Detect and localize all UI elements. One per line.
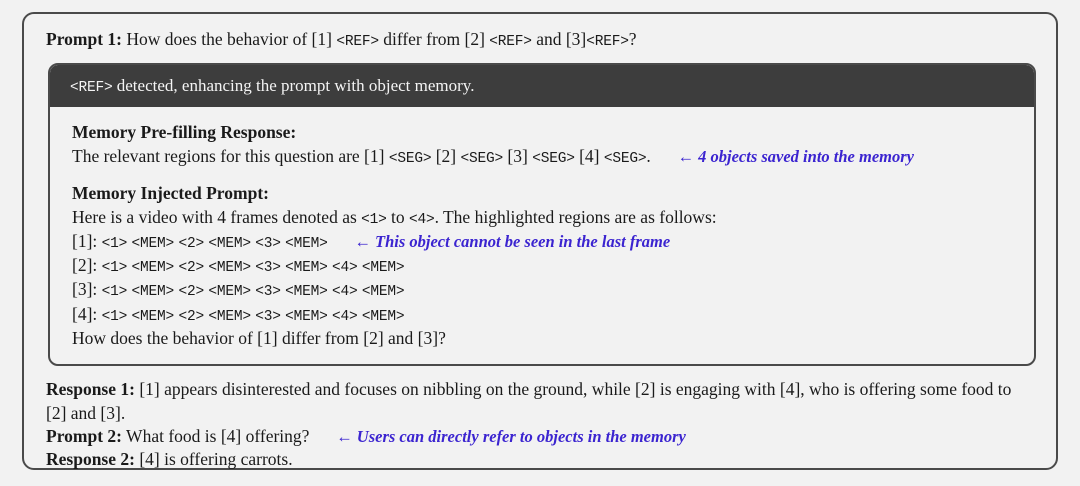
injected-row-annotation-text: This object cannot be seen in the last f… bbox=[375, 231, 671, 251]
frame-token: <3> bbox=[255, 308, 281, 325]
response-2-text: [4] is offering carrots. bbox=[139, 449, 293, 470]
frame-token: <4> bbox=[332, 284, 358, 301]
ref-token-3: <REF> bbox=[586, 34, 629, 50]
mem-token: <MEM> bbox=[208, 235, 251, 252]
injected-row-label: [3]: bbox=[72, 279, 98, 300]
prompt-2-annotation-text: Users can directly refer to objects in t… bbox=[356, 426, 686, 446]
injected-intro-line: Here is a video with 4 frames denoted as… bbox=[72, 206, 1016, 230]
frame-token: <4> bbox=[332, 260, 358, 277]
prompt-1-line: Prompt 1: How does the behavior of [1] <… bbox=[40, 28, 1040, 53]
mem-token: <MEM> bbox=[131, 235, 175, 252]
prefilling-text-c: [3] bbox=[507, 145, 528, 166]
prefilling-annotation-text: 4 objects saved into the memory bbox=[698, 146, 914, 166]
prompt-2-label: Prompt 2: bbox=[46, 425, 122, 446]
mem-token: <MEM> bbox=[208, 308, 251, 325]
prompt-2-line: Prompt 2: What food is [4] offering? ← U… bbox=[46, 425, 1034, 448]
injected-row: [1]: <1> <MEM> <2> <MEM> <3> <MEM> ← Thi… bbox=[72, 230, 1016, 254]
frame-token: <3> bbox=[255, 260, 281, 277]
mem-token: <MEM> bbox=[285, 284, 328, 301]
frame-token: <2> bbox=[178, 260, 204, 277]
prompt-1-text-b: differ from [2] bbox=[383, 29, 485, 49]
ref-detected-banner: <REF> detected, enhancing the prompt wit… bbox=[50, 64, 1034, 108]
frame-token: <2> bbox=[178, 308, 204, 325]
prefilling-text-b: [2] bbox=[435, 145, 457, 166]
arrow-left-icon: ← bbox=[336, 426, 353, 446]
prompt-1-text-c: and [3] bbox=[536, 29, 587, 49]
mem-token: <MEM> bbox=[208, 260, 251, 277]
prompt-2-annotation: ← Users can directly refer to objects in… bbox=[336, 427, 686, 446]
frame-token: <2> bbox=[178, 284, 204, 301]
mem-token: <MEM> bbox=[208, 284, 251, 301]
frame-token: <2> bbox=[178, 235, 204, 252]
frame-token: <1> bbox=[101, 308, 128, 325]
mem-token: <MEM> bbox=[131, 260, 175, 277]
prefilling-text-d: [4] bbox=[579, 145, 600, 166]
ref-token-banner: <REF> bbox=[70, 79, 113, 96]
memory-card-body: Memory Pre-filling Response: The relevan… bbox=[50, 107, 1034, 364]
prompt-2-text: What food is [4] offering? bbox=[126, 425, 310, 446]
injected-intro-a: Here is a video with 4 frames denoted as bbox=[72, 206, 357, 227]
injected-intro-c: . The highlighted regions are as follows… bbox=[434, 206, 717, 227]
injected-row: [2]: <1> <MEM> <2> <MEM> <3> <MEM> <4> <… bbox=[72, 254, 1016, 278]
conversation-block: Response 1: [1] appears disinterested an… bbox=[40, 366, 1040, 471]
response-2-label: Response 2: bbox=[46, 449, 135, 470]
prefilling-text-a: The relevant regions for this question a… bbox=[72, 145, 385, 166]
response-1-text: [1] appears disinterested and focuses on… bbox=[46, 379, 1012, 423]
injected-title: Memory Injected Prompt: bbox=[72, 182, 269, 203]
frame-token: <4> bbox=[332, 308, 358, 325]
injected-question: How does the behavior of [1] differ from… bbox=[72, 328, 446, 348]
frame-token: <1> bbox=[101, 284, 128, 301]
prompt-1-text-d: ? bbox=[628, 29, 637, 49]
response-1-line: Response 1: [1] appears disinterested an… bbox=[46, 378, 1034, 425]
prefilling-annotation: ← 4 objects saved into the memory bbox=[678, 147, 914, 166]
seg-token-3: <SEG> bbox=[532, 150, 575, 167]
ref-token-1: <REF> bbox=[336, 34, 379, 50]
injected-row: [3]: <1> <MEM> <2> <MEM> <3> <MEM> <4> <… bbox=[72, 278, 1016, 302]
frame-token-first: <1> bbox=[361, 211, 387, 228]
injected-row-annotation: ← This object cannot be seen in the last… bbox=[354, 232, 670, 251]
injected-row-label: [1]: bbox=[72, 230, 98, 251]
prefilling-line: The relevant regions for this question a… bbox=[72, 145, 1016, 169]
prompt-1-text-a: How does the behavior of [1] bbox=[126, 29, 332, 49]
injected-row-label: [4]: bbox=[72, 303, 98, 324]
response-1-label: Response 1: bbox=[46, 379, 135, 400]
outer-card: Prompt 1: How does the behavior of [1] <… bbox=[22, 12, 1058, 470]
arrow-left-icon: ← bbox=[354, 231, 371, 251]
frame-token: <3> bbox=[255, 235, 281, 252]
injected-row-label: [2]: bbox=[72, 255, 98, 276]
injected-intro-b: to bbox=[391, 206, 405, 227]
mem-token: <MEM> bbox=[285, 260, 328, 277]
prompt-1-label: Prompt 1: bbox=[46, 29, 122, 49]
mem-token: <MEM> bbox=[361, 284, 405, 301]
frame-token: <3> bbox=[255, 284, 281, 301]
seg-token-2: <SEG> bbox=[460, 150, 504, 167]
memory-card: <REF> detected, enhancing the prompt wit… bbox=[48, 62, 1036, 367]
prefilling-text-e: . bbox=[646, 145, 651, 166]
frame-token: <1> bbox=[101, 260, 128, 277]
frame-token: <1> bbox=[101, 235, 128, 252]
mem-token: <MEM> bbox=[131, 308, 175, 325]
mem-token: <MEM> bbox=[361, 308, 405, 325]
injected-row: [4]: <1> <MEM> <2> <MEM> <3> <MEM> <4> <… bbox=[72, 303, 1016, 327]
seg-token-1: <SEG> bbox=[388, 150, 432, 167]
frame-token-last: <4> bbox=[409, 211, 435, 228]
ref-detected-text: detected, enhancing the prompt with obje… bbox=[116, 75, 475, 95]
mem-token: <MEM> bbox=[285, 235, 328, 252]
response-2-line: Response 2: [4] is offering carrots. bbox=[46, 448, 1034, 471]
arrow-left-icon: ← bbox=[677, 146, 695, 166]
seg-token-4: <SEG> bbox=[603, 150, 647, 167]
mem-token: <MEM> bbox=[285, 308, 328, 325]
prefilling-title: Memory Pre-filling Response: bbox=[72, 122, 297, 143]
mem-token: <MEM> bbox=[361, 260, 405, 277]
mem-token: <MEM> bbox=[131, 284, 175, 301]
ref-token-2: <REF> bbox=[489, 34, 532, 50]
